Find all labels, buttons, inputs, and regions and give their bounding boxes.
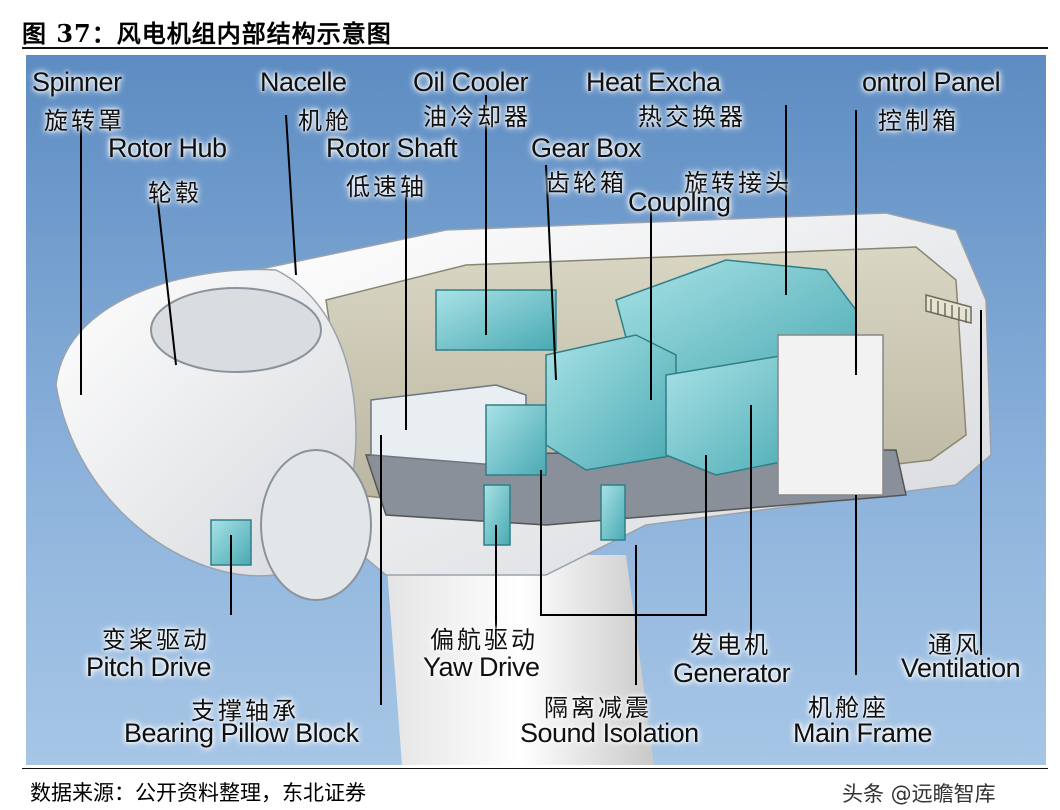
label-rotor-shaft-zh: 低速轴 [346,173,427,201]
label-generator-zh: 发电机 [690,631,771,659]
label-generator-en: Generator [673,658,791,688]
label-control-panel-zh: 控制箱 [878,107,959,135]
ventilation-louvers [925,294,972,324]
watermark: 头条 @远瞻智库 [842,782,996,806]
label-pitch-drive-en: Pitch Drive [86,652,212,682]
label-gear-box-zh: 齿轮箱 [546,169,627,197]
label-nacelle-zh: 机舱 [298,107,352,135]
label-sound-isolation-en: Sound Isolation [520,718,699,748]
label-coupling-zh: 旋转接头 [684,169,792,197]
label-rotor-hub-en: Rotor Hub [108,133,227,163]
source-rule [22,768,1048,769]
control-panel [777,334,884,496]
diagram-illustration [26,55,1046,765]
label-bearing-pillow-block-zh: 支撑轴承 [191,697,299,725]
label-rotor-shaft-en: Rotor Shaft [326,133,458,163]
tower [386,555,654,765]
label-oil-cooler-zh: 油冷却器 [423,103,531,131]
label-ventilation-zh: 通风 [928,631,982,659]
label-nacelle-en: Nacelle [260,67,347,97]
figure-title: 图 37：风电机组内部结构示意图 [22,19,392,48]
label-spinner-en: Spinner [32,67,122,97]
yaw-drives [483,484,626,546]
label-heat-exchanger-en: Heat Excha [586,67,721,97]
label-ventilation-en: Ventilation [901,653,1021,683]
label-sound-isolation-zh: 隔离减震 [544,694,652,722]
oil-cooler [435,289,557,351]
label-main-frame-zh: 机舱座 [808,694,889,722]
source-note: 数据来源：公开资料整理，东北证券 [30,781,366,805]
wind-turbine-diagram: Spinner 旋转罩 Nacelle 机舱 Oil Cooler 油冷却器 H… [26,55,1046,765]
label-bearing-pillow-block-en: Bearing Pillow Block [124,718,359,748]
label-spinner-zh: 旋转罩 [44,107,125,135]
rotor-hub-ring [150,287,322,373]
bearing-pillow-block [485,404,547,476]
label-control-panel-en: ontrol Panel [862,67,1001,97]
title-rule [22,47,1048,49]
label-pitch-drive-zh: 变桨驱动 [102,626,210,654]
label-coupling-en: Coupling [628,187,731,217]
blade-root-ring [260,449,372,601]
label-rotor-hub-zh: 轮毂 [148,179,202,207]
label-oil-cooler-en: Oil Cooler [413,67,529,97]
label-heat-exchanger-zh: 热交换器 [638,103,746,131]
gearbox [545,334,677,471]
label-main-frame-en: Main Frame [793,718,933,748]
label-gear-box-en: Gear Box [531,133,642,163]
label-yaw-drive-zh: 偏航驱动 [430,626,538,654]
leader-lines [80,95,982,705]
label-yaw-drive-en: Yaw Drive [423,652,540,682]
